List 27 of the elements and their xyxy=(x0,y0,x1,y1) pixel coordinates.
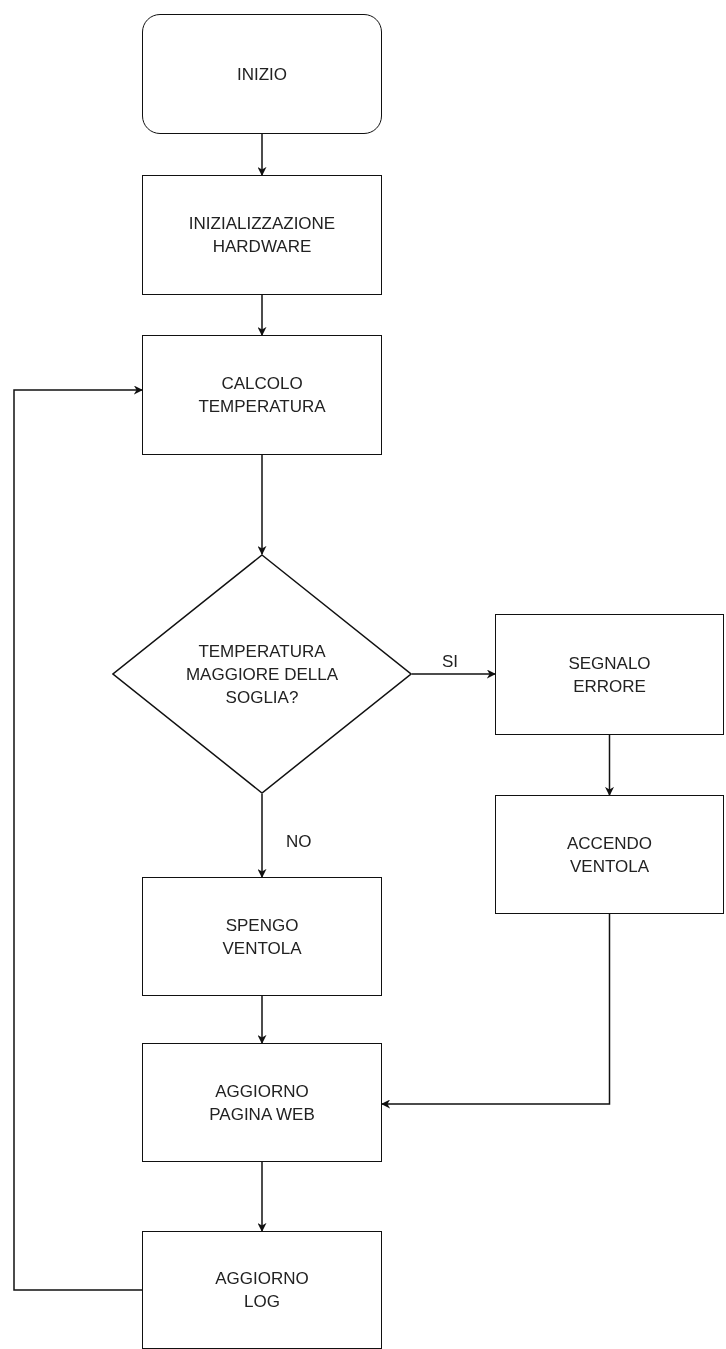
arrow xyxy=(257,793,267,878)
step-text: ACCENDO VENTOLA xyxy=(566,832,653,878)
step-text: TEMPERATURA MAGGIORE DELLA SOGLIA? xyxy=(184,640,340,709)
step-text: SEGNALO ERRORE xyxy=(567,652,652,698)
step-text: CALCOLO TEMPERATURA xyxy=(197,373,327,418)
step-text: AGGIORNO PAGINA WEB xyxy=(208,1080,316,1126)
arrow xyxy=(257,294,267,336)
start-terminal xyxy=(142,14,382,134)
arrow xyxy=(257,1161,267,1232)
step-text: SPENGO VENTOLA xyxy=(221,914,303,960)
process-box xyxy=(142,175,382,295)
arrow xyxy=(13,385,143,1291)
process-box xyxy=(142,1231,382,1349)
step-text: INIZIALIZZAZIONE HARDWARE xyxy=(187,213,337,258)
arrow xyxy=(605,734,614,796)
process-box xyxy=(495,614,724,735)
process-box xyxy=(142,877,382,996)
step-text: INIZIO xyxy=(236,63,288,86)
arrow xyxy=(257,454,267,555)
arrow xyxy=(257,133,267,176)
arrow xyxy=(411,669,496,679)
process-box xyxy=(142,335,382,455)
arrow xyxy=(257,995,267,1044)
step-text: AGGIORNO LOG xyxy=(214,1268,310,1313)
process-box xyxy=(495,795,724,914)
arrow xyxy=(381,913,611,1109)
process-box xyxy=(142,1043,382,1162)
